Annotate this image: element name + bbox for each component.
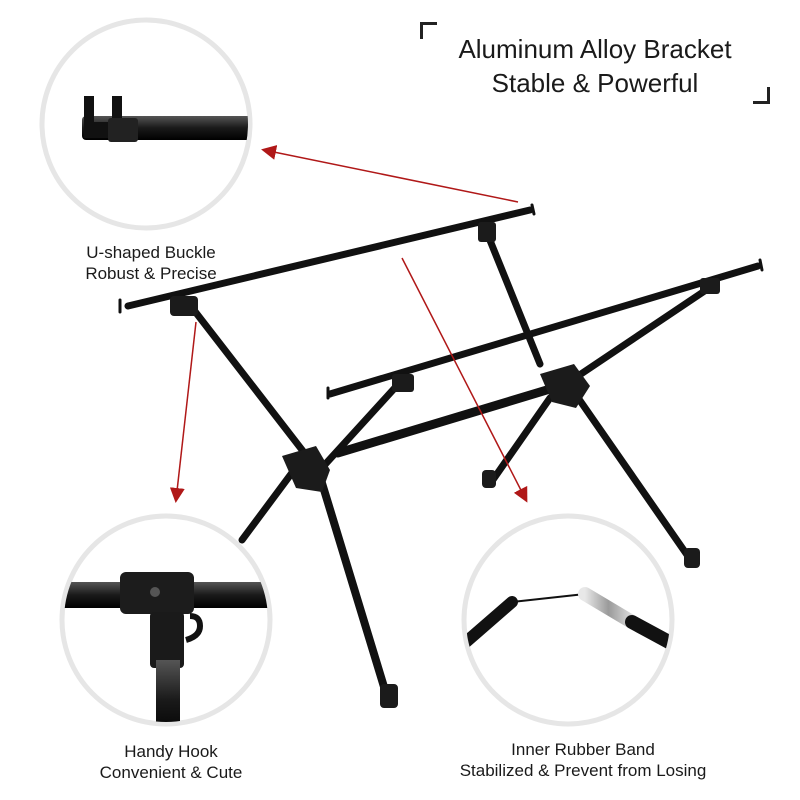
caption-hook: Handy Hook Convenient & Cute xyxy=(56,741,286,783)
frame-joints xyxy=(170,222,720,708)
corner-bracket-icon xyxy=(753,87,770,104)
caption-subtitle: Robust & Precise xyxy=(85,264,217,283)
headline-subtitle: Stable & Powerful xyxy=(491,68,699,98)
caption-subtitle: Convenient & Cute xyxy=(99,763,243,782)
corner-bracket-icon xyxy=(420,22,437,39)
detail-circle-rubber-band xyxy=(461,513,675,727)
headline-box: Aluminum Alloy Bracket Stable & Powerful xyxy=(420,22,770,104)
caption-rubber-band: Inner Rubber Band Stabilized & Prevent f… xyxy=(420,739,746,781)
detail-circle-buckle xyxy=(39,17,253,231)
caption-title: Inner Rubber Band xyxy=(511,740,655,759)
caption-subtitle: Stabilized & Prevent from Losing xyxy=(459,761,707,780)
caption-title: Handy Hook xyxy=(124,742,218,761)
caption-buckle: U-shaped Buckle Robust & Precise xyxy=(36,242,266,284)
pointer-arrows xyxy=(169,145,528,503)
detail-circle-hook xyxy=(59,513,273,727)
caption-title: U-shaped Buckle xyxy=(86,243,216,262)
table-frame xyxy=(118,203,764,704)
headline-title: Aluminum Alloy Bracket xyxy=(458,34,732,64)
